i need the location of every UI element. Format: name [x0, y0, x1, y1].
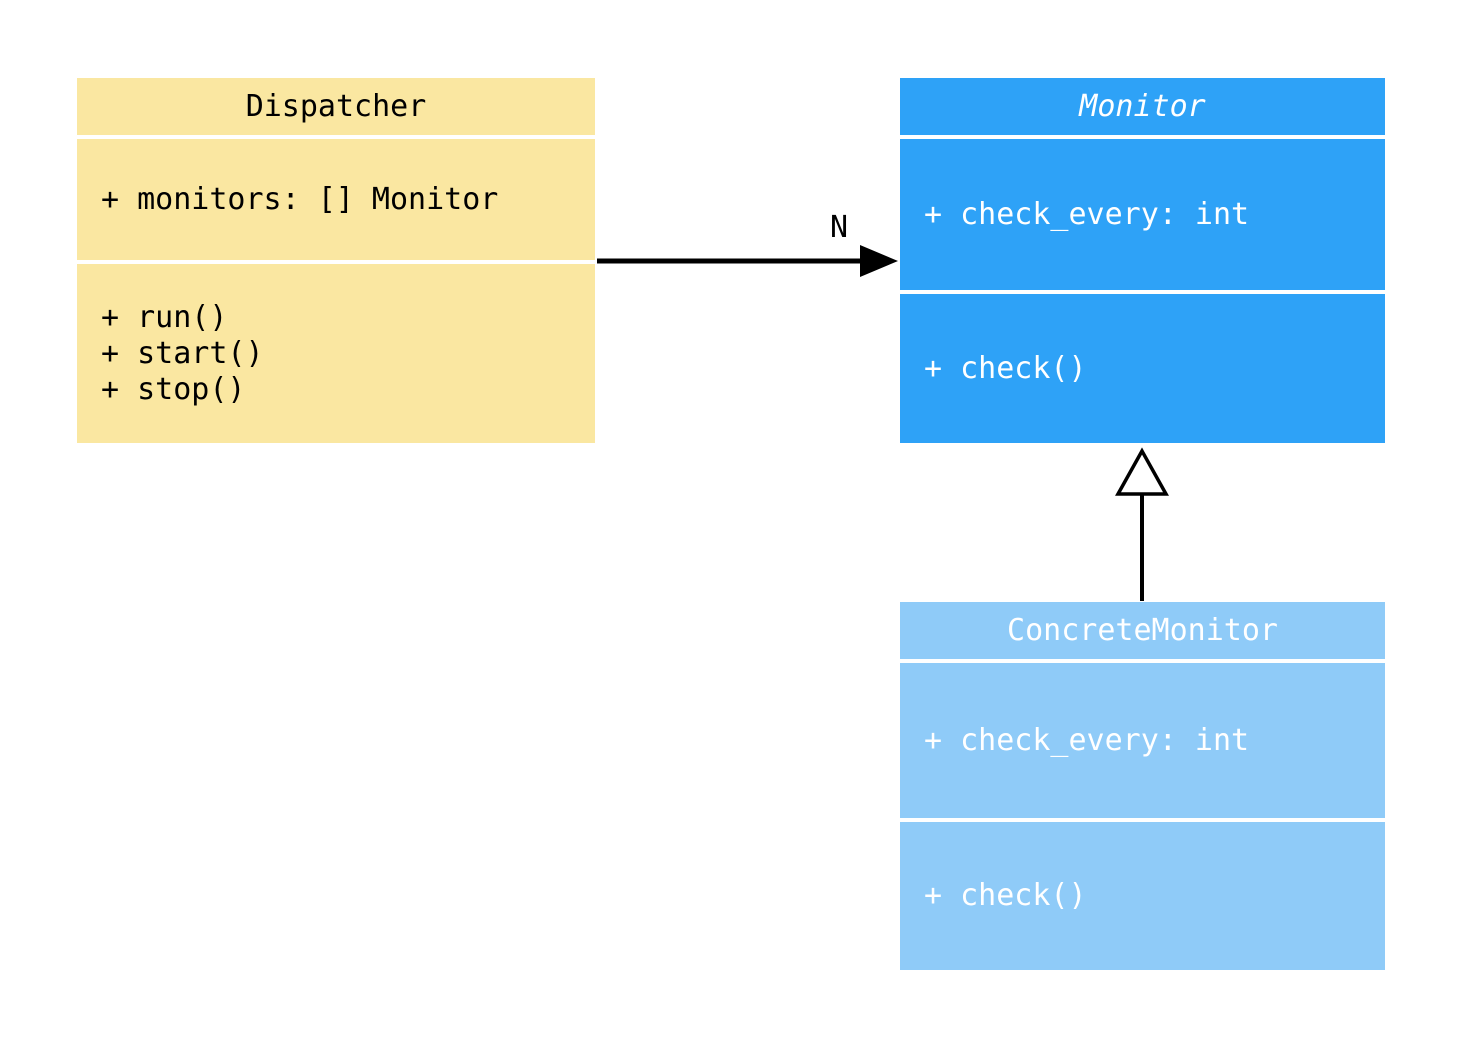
- class-concretemonitor-header: ConcreteMonitor: [900, 602, 1385, 659]
- generalization-concretemonitor-monitor: [1115, 447, 1169, 601]
- class-dispatcher-header: Dispatcher: [77, 78, 595, 135]
- method: + check(): [924, 350, 1087, 386]
- generalization-triangle-icon: [1115, 447, 1169, 496]
- class-concretemonitor-attributes: + check_every: int: [900, 663, 1385, 818]
- attribute: + check_every: int: [924, 196, 1250, 232]
- association-dispatcher-monitor: [597, 245, 898, 277]
- class-monitor-attributes: + check_every: int: [900, 139, 1385, 290]
- association-multiplicity-label: N: [830, 210, 849, 245]
- class-concretemonitor-methods: + check(): [900, 822, 1385, 970]
- class-title: ConcreteMonitor: [1007, 613, 1278, 648]
- class-monitor-header: Monitor: [900, 78, 1385, 135]
- method: + start(): [101, 335, 264, 371]
- class-dispatcher-attributes: + monitors: [] Monitor: [77, 139, 595, 260]
- class-dispatcher-methods: + run() + start() + stop(): [77, 264, 595, 443]
- method: + run(): [101, 299, 228, 335]
- class-monitor-methods: + check(): [900, 294, 1385, 443]
- class-monitor: Monitor + check_every: int + check(): [900, 78, 1385, 443]
- attribute: + monitors: [] Monitor: [101, 181, 499, 217]
- class-concretemonitor: ConcreteMonitor + check_every: int + che…: [900, 602, 1385, 970]
- class-dispatcher: Dispatcher + monitors: [] Monitor + run(…: [77, 78, 595, 443]
- method: + stop(): [101, 371, 246, 407]
- attribute: + check_every: int: [924, 722, 1250, 758]
- class-title: Monitor: [1079, 89, 1206, 124]
- association-arrowhead-icon: [860, 245, 898, 277]
- class-title: Dispatcher: [245, 89, 427, 124]
- method: + check(): [924, 878, 1087, 913]
